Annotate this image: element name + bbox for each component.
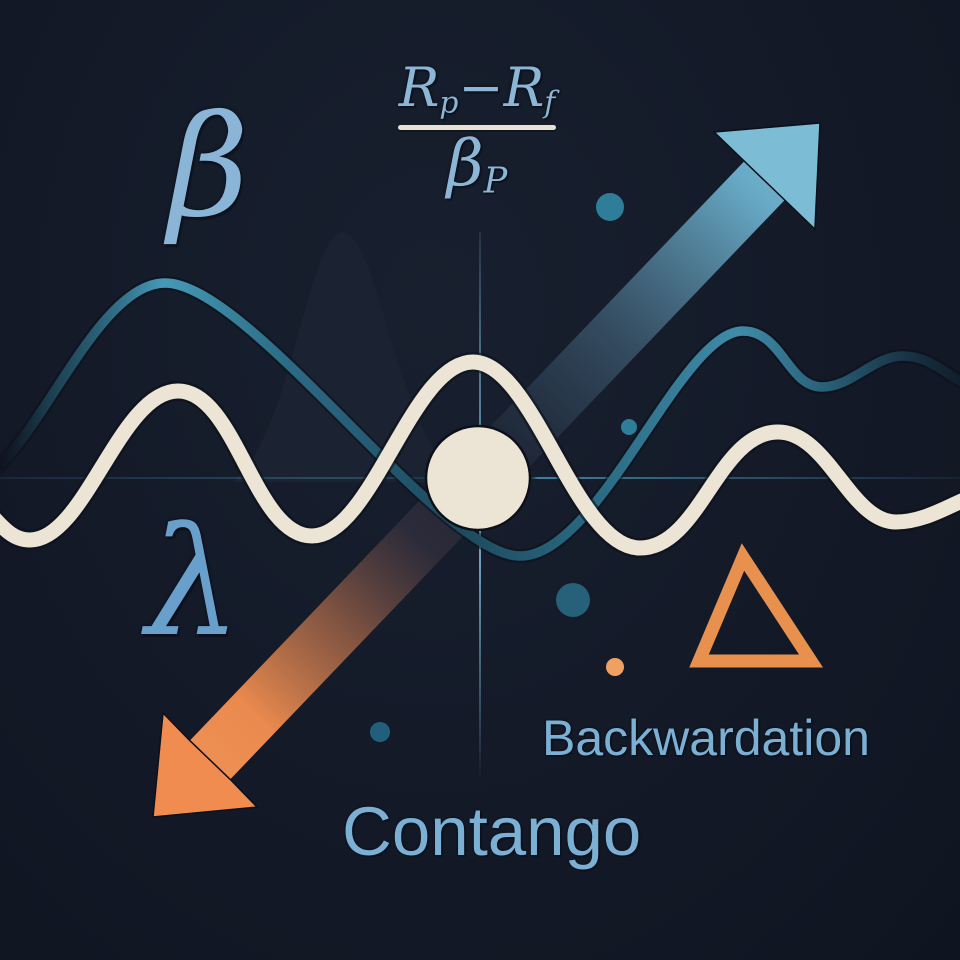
formula-r-riskfree: R [503, 56, 545, 119]
formula-r-portfolio: R [398, 56, 440, 119]
beta-symbol: β [168, 86, 249, 249]
dot-teal-bottom-left [370, 722, 390, 742]
formula-minus-sign: − [458, 56, 504, 119]
primary-wave [0, 354, 960, 556]
dot-teal-large [556, 583, 590, 617]
fraction-bar [398, 125, 556, 131]
up-arrow-head [712, 122, 821, 231]
center-circle [424, 424, 532, 532]
mountain-silhouette [232, 232, 464, 482]
formula-sub-p: p [439, 85, 459, 121]
dot-teal-small [621, 419, 637, 435]
dot-orange [606, 658, 624, 676]
dot-teal-top [596, 193, 624, 221]
dots-layer [370, 193, 637, 742]
formula-sub-P: P [483, 160, 508, 202]
formula-denominator: βP [384, 132, 570, 199]
formula-numerator: Rp−Rf [384, 58, 570, 120]
contango-label: Contango [342, 793, 642, 870]
formula-beta: β [446, 127, 484, 202]
backwardation-label: Backwardation [542, 710, 870, 766]
lambda-symbol: λ [146, 496, 242, 670]
delta-symbol [689, 543, 824, 668]
down-arrow-head [152, 711, 259, 818]
formula-sub-f: f [544, 85, 556, 121]
sharpe-ratio-formula: Rp−Rf βP [384, 58, 570, 199]
